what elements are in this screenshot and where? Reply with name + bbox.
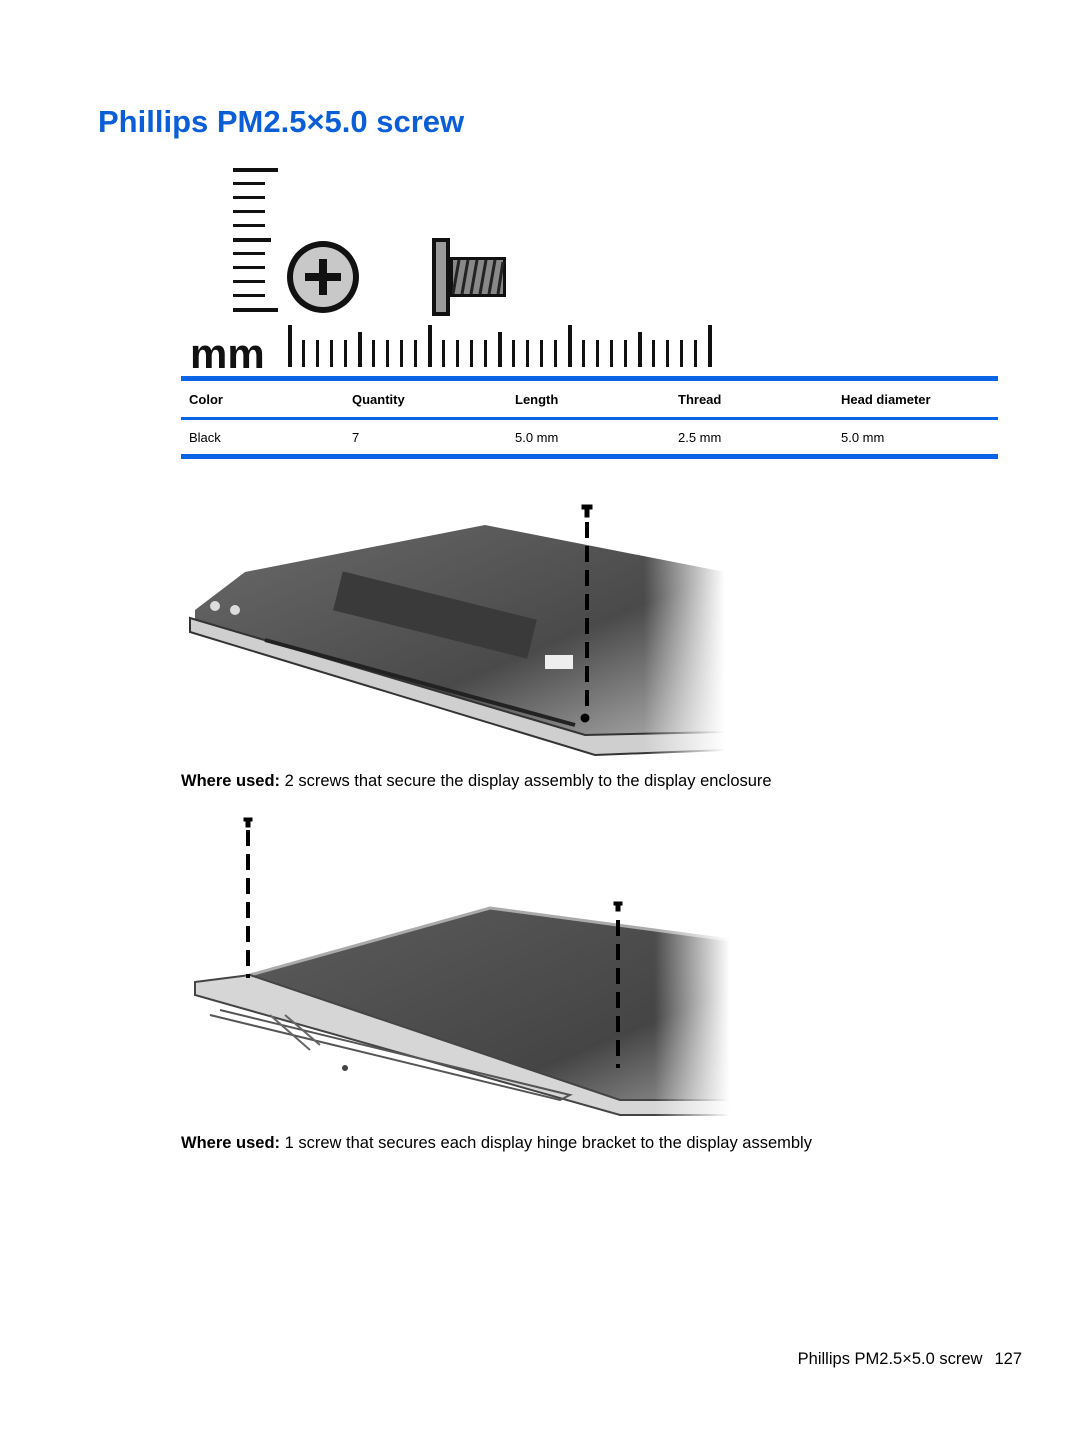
- table-top-rule: [181, 376, 998, 381]
- usage-label: Where used:: [181, 1134, 281, 1152]
- display-hinge-bracket-photo: [190, 810, 730, 1130]
- screw-callout-right: [613, 901, 623, 1068]
- usage-text: 2 screws that secure the display assembl…: [280, 772, 772, 790]
- table-header-row: Color Quantity Length Thread Head diamet…: [181, 381, 998, 417]
- header-length: Length: [515, 391, 559, 407]
- footer-running-title: Phillips PM2.5×5.0 screw: [797, 1350, 983, 1368]
- header-quantity: Quantity: [352, 391, 405, 407]
- table-row: Black 7 5.0 mm 2.5 mm 5.0 mm: [181, 420, 998, 454]
- unit-label: mm: [190, 330, 265, 375]
- usage-note-2: Where used: 1 screw that secures each di…: [181, 1134, 812, 1153]
- usage-label: Where used:: [181, 772, 281, 790]
- phillips-head-icon: [287, 241, 359, 313]
- table-header-rule: [181, 417, 998, 420]
- display-enclosure-photo: [185, 500, 725, 760]
- page-number: 127: [994, 1350, 1022, 1368]
- cell-quantity: 7: [352, 429, 360, 445]
- screw-scale-figure: mm: [190, 168, 712, 375]
- usage-note-1: Where used: 2 screws that secure the dis…: [181, 772, 772, 791]
- usage-text: 1 screw that secures each display hinge …: [280, 1134, 812, 1152]
- screw-side-icon: [432, 238, 506, 316]
- spec-table: Color Quantity Length Thread Head diamet…: [181, 376, 998, 459]
- cell-thread: 2.5 mm: [678, 429, 722, 445]
- page-footer: Phillips PM2.5×5.0 screw 127: [798, 1350, 1022, 1369]
- screw-callout-left: [243, 817, 253, 978]
- cell-head-diameter: 5.0 mm: [841, 429, 885, 445]
- header-color: Color: [189, 391, 223, 407]
- cell-color: Black: [189, 429, 221, 445]
- table-bottom-rule: [181, 454, 998, 459]
- cell-length: 5.0 mm: [515, 429, 559, 445]
- vertical-ruler: [233, 168, 278, 312]
- header-head-diameter: Head diameter: [841, 391, 931, 407]
- screw-callout: [580, 504, 593, 723]
- horizontal-ruler: [288, 325, 712, 367]
- page-title: Phillips PM2.5×5.0 screw: [98, 104, 465, 139]
- header-thread: Thread: [678, 391, 722, 407]
